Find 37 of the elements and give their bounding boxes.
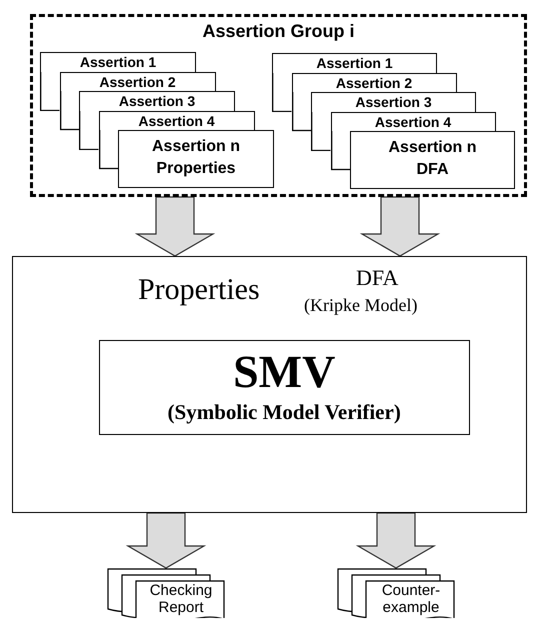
group-box (30, 14, 527, 197)
assertion-card (60, 72, 216, 91)
card-title: Assertion n (150, 137, 241, 157)
card-subtitle: Properties (155, 159, 237, 179)
card-title: Assertion 1 (78, 54, 158, 70)
assertion-card (98, 110, 254, 130)
verifier-subtitle: (Symbolic Model Verifier) (166, 398, 402, 425)
card-title: Assertion 3 (118, 93, 196, 109)
block-arrow (360, 196, 440, 257)
card-title: Assertion 3 (354, 94, 433, 110)
verifier-box (98, 340, 470, 435)
assertion-card (272, 53, 437, 72)
assertion-card (292, 72, 456, 92)
model-note: (Kripke Model) (304, 295, 418, 316)
card-title: Assertion 2 (98, 74, 177, 90)
card-title: Assertion n (387, 138, 478, 158)
assertion-card (311, 92, 476, 112)
group-title: Assertion Group i (201, 21, 356, 42)
assertion-card (79, 91, 235, 110)
card-title: Assertion 1 (315, 55, 394, 71)
block-arrow (134, 196, 216, 257)
block-arrow (126, 512, 206, 569)
card-subtitle: DFA (416, 160, 450, 180)
document-label: Counter-example (380, 582, 442, 616)
assertion-card (40, 52, 196, 72)
card-title: Assertion 4 (137, 112, 216, 128)
model-heading: Properties (138, 273, 260, 307)
model-label: DFA (356, 265, 398, 291)
assertion-card (118, 130, 274, 188)
block-arrow (356, 512, 436, 569)
card-title: Assertion 2 (334, 74, 414, 90)
assertion-card (350, 131, 515, 189)
assertion-card (330, 112, 496, 131)
card-title: Assertion 4 (374, 114, 452, 130)
document-label: Checking Report (148, 582, 214, 616)
model-box (12, 256, 527, 513)
verifier-title: SMV (232, 344, 336, 399)
